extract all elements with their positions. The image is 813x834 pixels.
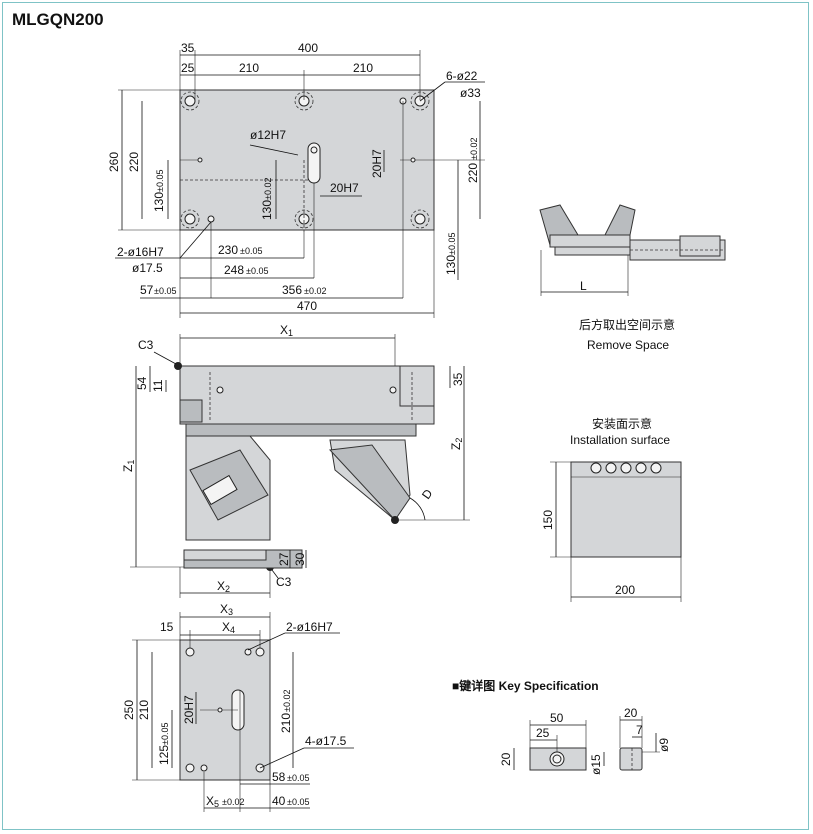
dim-130b: 130: [260, 200, 274, 220]
remove-space-en: Remove Space: [587, 338, 669, 352]
dim-210a: 210: [239, 61, 259, 75]
z1-label: Z1: [121, 460, 136, 472]
tol-002a: ±0.02: [263, 178, 273, 200]
dim-20h7b: 20H7: [370, 149, 384, 178]
tol-005b: ±0.05: [447, 233, 457, 255]
x4-label: X4: [222, 620, 235, 635]
page-title: MLGQN200: [12, 10, 104, 29]
dim-400: 400: [298, 41, 318, 55]
dim-25k: 25: [536, 726, 550, 740]
slot-12h7: ø12H7: [250, 128, 286, 142]
dim-150: 150: [541, 510, 555, 530]
key-spec: ■键详图 Key Specification 50 25 20 ø15 20 7…: [452, 678, 671, 775]
c3-a: C3: [138, 338, 154, 352]
dim-260: 260: [107, 152, 121, 172]
dim-248: 248: [224, 263, 244, 277]
x2-label: X2: [217, 579, 230, 594]
dim-210: 210: [137, 700, 151, 720]
dim-210r: 210: [279, 713, 293, 733]
tol-210r: ±0.02: [282, 690, 292, 712]
dim-220r: 220: [466, 163, 480, 183]
key-side: [619, 747, 643, 771]
install-cn: 安装面示意: [592, 416, 652, 431]
dim-230: 230: [218, 243, 238, 257]
dim-27: 27: [277, 552, 291, 566]
remove-space-view: L 后方取出空间示意 Remove Space: [539, 204, 726, 352]
dim-50k: 50: [550, 711, 564, 725]
upper-block: [179, 365, 435, 425]
dim-30: 30: [293, 552, 307, 566]
holes-6: 6-ø22: [446, 69, 478, 83]
dim-130r: 130: [444, 255, 458, 275]
dim-200: 200: [615, 583, 635, 597]
holes-33: ø33: [460, 86, 481, 100]
dim-20wk: 20: [624, 706, 638, 720]
dim-54: 54: [135, 376, 149, 390]
tol-125: ±0.05: [160, 723, 170, 745]
dim-40: 40: [272, 794, 286, 808]
tol-005a: ±0.05: [155, 170, 165, 192]
top-plate: [179, 89, 435, 231]
x1-label: X1: [280, 323, 293, 338]
install-plate: [570, 461, 682, 558]
dim-35f: 35: [451, 372, 465, 386]
dim-11: 11: [151, 379, 165, 392]
tol-002b: ±0.02: [469, 138, 479, 160]
dim-130a: 130: [152, 192, 166, 212]
holes-4: 4-ø17.5: [305, 734, 347, 748]
x5-label: X5: [206, 794, 219, 809]
pin-2: 2-ø16H7: [117, 245, 164, 259]
dim-250: 250: [122, 700, 136, 720]
c3-b: C3: [276, 575, 292, 589]
dim-356: 356: [282, 283, 302, 297]
installation-view: 安装面示意 Installation surface 150 200: [541, 416, 682, 602]
install-en: Installation surface: [570, 433, 670, 447]
top-view: 35 400 25 210 210 6-ø22 ø33 260 220 130 …: [107, 41, 485, 318]
remove-space-cn: 后方取出空间示意: [579, 317, 675, 332]
tol-x5: ±0.02: [222, 797, 244, 807]
dim-20hk: 20: [499, 752, 513, 766]
tol-58: ±0.05: [287, 773, 309, 783]
tol-57: ±0.05: [154, 286, 176, 296]
bottom-view: X3 15 X4 2-ø16H7 250 210 125 ±0.05 20H7 …: [122, 602, 354, 812]
tol-230: ±0.05: [240, 246, 262, 256]
dim-15: 15: [160, 620, 174, 634]
z2-label: Z2: [449, 438, 464, 450]
dim-210b: 210: [353, 61, 373, 75]
tol-356: ±0.02: [304, 286, 326, 296]
dim-20h7: 20H7: [330, 181, 359, 195]
key-spec-heading: ■键详图 Key Specification: [452, 678, 599, 693]
x3-label: X3: [220, 602, 233, 617]
dim-125: 125: [157, 745, 171, 765]
angle-label: D: [419, 486, 436, 501]
pin-175: ø17.5: [132, 261, 163, 275]
dim-7k: 7: [636, 723, 643, 737]
dim-20h7c: 20H7: [182, 695, 196, 724]
pin-2b: 2-ø16H7: [286, 620, 333, 634]
dim-470: 470: [297, 299, 317, 313]
dim-35: 35: [181, 41, 195, 55]
dim-9k: ø9: [657, 738, 671, 752]
dim-58: 58: [272, 770, 286, 784]
front-view: X1 C3 54 11 35 Z1 Z2 D 27 30 C3 X2: [121, 323, 470, 598]
dim-57: 57: [140, 283, 154, 297]
dim-220: 220: [127, 152, 141, 172]
dim-25: 25: [181, 61, 195, 75]
tol-248: ±0.05: [246, 266, 268, 276]
tol-40: ±0.05: [287, 797, 309, 807]
dim-15k: ø15: [589, 754, 603, 775]
label-l: L: [580, 279, 587, 293]
